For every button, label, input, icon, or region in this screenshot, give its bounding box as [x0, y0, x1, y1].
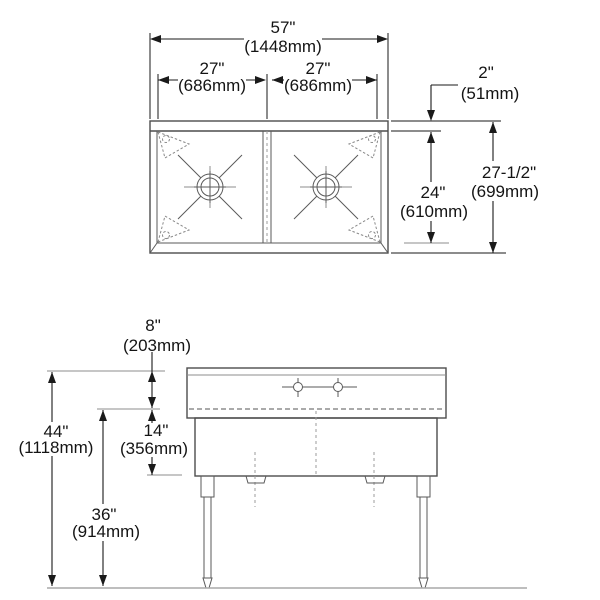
dim-right-bowl-width: 27" (686mm): [272, 59, 378, 119]
plan-view: 57" (1448mm) 27" (686mm) 27" (686mm): [149, 18, 539, 254]
left-bowl-drain: [177, 154, 243, 220]
dim-rear-ledge-mm: (51mm): [461, 84, 520, 103]
dim-overall-height-in: 44": [44, 422, 69, 441]
faucet-holes: [282, 378, 357, 397]
dim-overall-front-to-back: 27-1/2" (699mm): [391, 122, 539, 254]
plan-bowl-divider: [262, 131, 272, 243]
dim-left-bowl-mm: (686mm): [178, 76, 246, 95]
dim-bowl-depth: 14" (356mm): [120, 410, 188, 475]
dim-rear-ledge: 2" (51mm): [391, 63, 520, 132]
dim-bowl-front-to-back: 24" (610mm): [400, 132, 468, 244]
dim-overall-width: 57" (1448mm): [149, 18, 389, 119]
dim-right-bowl-in: 27": [306, 59, 331, 78]
dim-backsplash-height-in: 8": [145, 316, 161, 335]
plan-sink-outline: [149, 120, 389, 254]
side-backsplash: [186, 367, 447, 419]
dim-right-bowl-mm: (686mm): [284, 76, 352, 95]
right-leg: [416, 475, 431, 589]
dim-left-bowl-width: 27" (686mm): [157, 59, 268, 119]
dim-floor-to-rim-in: 36": [92, 505, 117, 524]
dim-overall-height-mm: (1118mm): [19, 438, 94, 457]
left-leg: [200, 475, 215, 589]
dim-overall-f2b-mm: (699mm): [471, 182, 539, 201]
dim-overall-width-mm: (1448mm): [244, 37, 321, 56]
dim-overall-f2b-in: 27-1/2": [482, 163, 536, 182]
dim-backsplash-height: 8" (203mm): [123, 316, 191, 408]
dim-bowl-depth-in: 14": [144, 421, 169, 440]
dim-left-bowl-in: 27": [200, 59, 225, 78]
dim-rear-ledge-in: 2": [478, 63, 494, 82]
dim-overall-height: 44" (1118mm): [19, 372, 94, 586]
side-view: 44" (1118mm) 8" (203mm) 14" (356mm) 36": [19, 316, 527, 589]
dim-floor-to-rim-mm: (914mm): [72, 522, 140, 541]
corner-gussets: [157, 131, 381, 243]
dim-bowl-f2b-mm: (610mm): [400, 202, 468, 221]
dim-bowl-depth-mm: (356mm): [120, 439, 188, 458]
dim-bowl-f2b-in: 24": [421, 183, 446, 202]
right-bowl-drain: [293, 154, 359, 220]
side-bowl-body: [194, 411, 438, 507]
dim-overall-width-in: 57": [271, 18, 296, 37]
dim-backsplash-height-mm: (203mm): [123, 336, 191, 355]
dim-floor-to-rim: 36" (914mm): [72, 410, 140, 586]
